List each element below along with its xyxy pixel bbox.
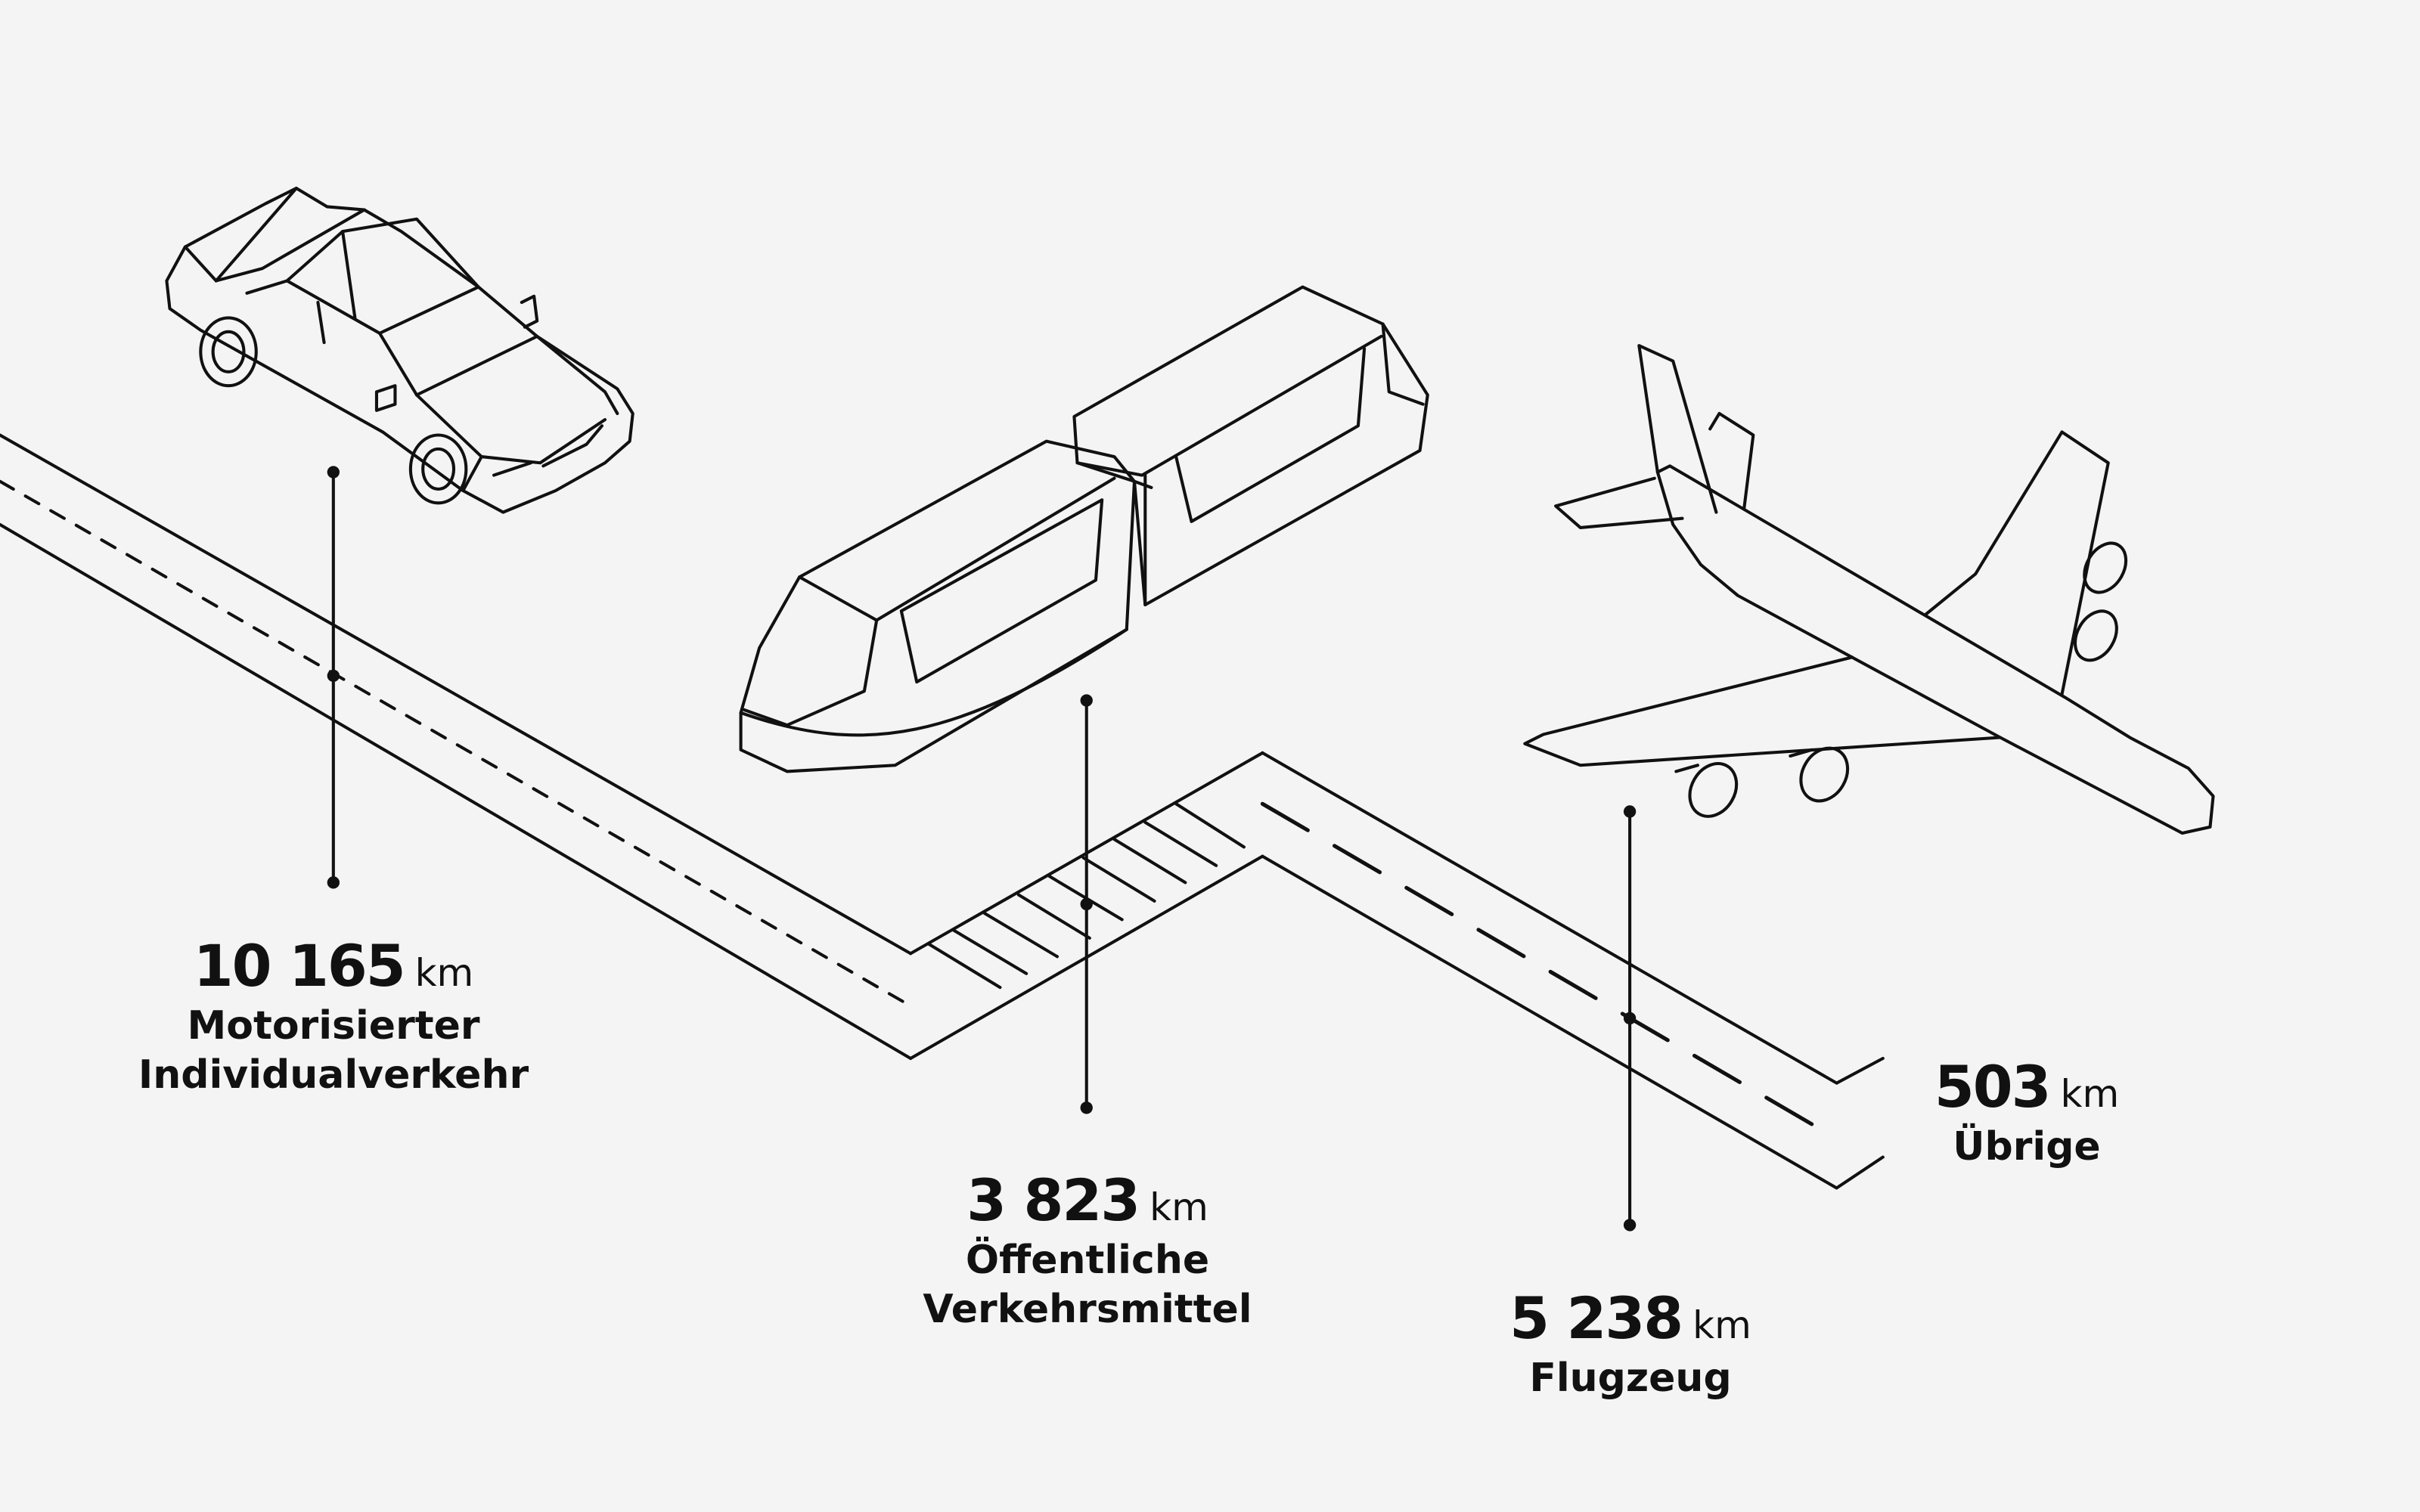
car-unit: km — [414, 951, 474, 995]
other-unit: km — [2060, 1072, 2120, 1116]
airplane-value: 5 238 — [1509, 1284, 1683, 1352]
public-transport-category-line1: Öffentliche — [965, 1238, 1210, 1283]
public-transport-category-line2: Verkehrsmittel — [923, 1287, 1252, 1332]
callout-pins — [331, 470, 1632, 1227]
airplane-icon — [1523, 344, 2215, 835]
other-value: 503 — [1934, 1053, 2052, 1120]
other-category: Übrige — [1953, 1124, 2101, 1170]
car-category-line1: Motorisierter — [187, 1003, 480, 1049]
airplane-unit: km — [1692, 1303, 1751, 1347]
train-icon — [739, 285, 1429, 773]
road-segment — [0, 433, 913, 1061]
car-icon — [165, 186, 634, 514]
public-transport-unit: km — [1150, 1185, 1208, 1229]
airplane-category: Flugzeug — [1529, 1356, 1732, 1401]
car-category-line2: Individualverkehr — [138, 1052, 529, 1098]
car-value: 10 165 — [193, 932, 406, 999]
rail-segment — [909, 751, 1264, 1061]
public-transport-value: 3 823 — [966, 1167, 1140, 1234]
runway-segment — [1260, 751, 1885, 1190]
